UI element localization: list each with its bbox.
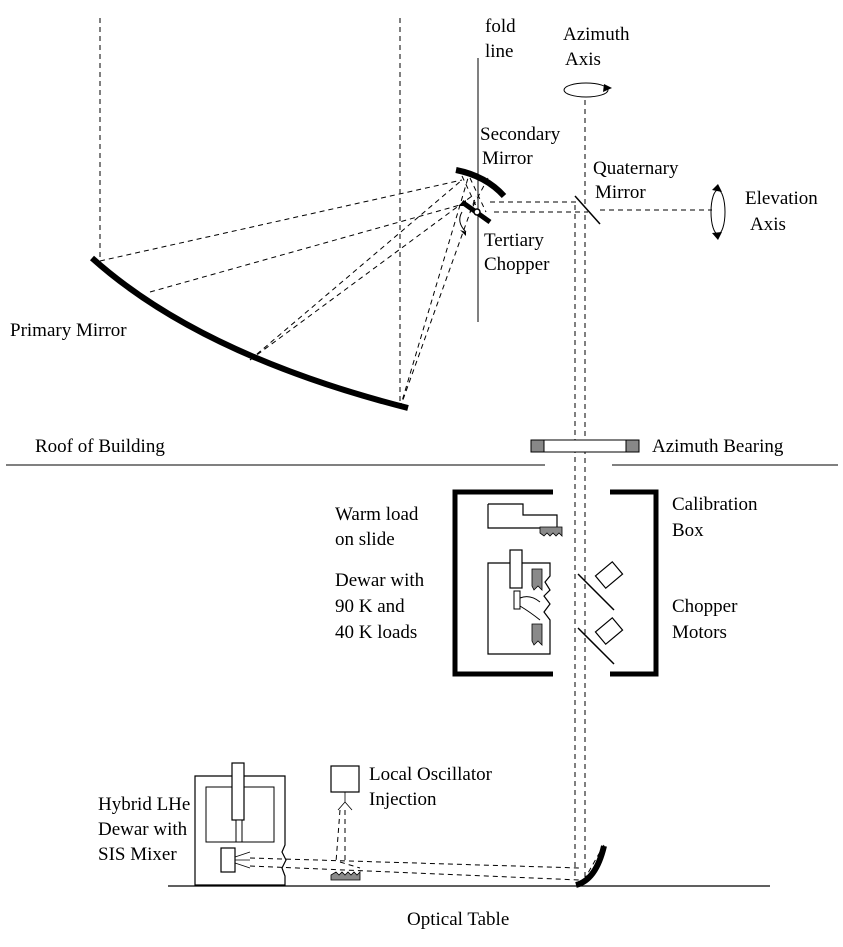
warm-load-slide bbox=[487, 503, 563, 537]
roof-of-building-label: Roof of Building bbox=[35, 436, 165, 457]
optical-table-label: Optical Table bbox=[407, 909, 509, 930]
svg-text:Hybrid LHe: Hybrid LHe bbox=[98, 794, 190, 815]
quaternary-mirror bbox=[574, 195, 601, 225]
svg-text:Tertiary: Tertiary bbox=[484, 230, 544, 251]
fold-line-label: fold line bbox=[485, 16, 516, 62]
tertiary-chopper bbox=[458, 199, 492, 236]
chopper-motors-label: Chopper Motors bbox=[672, 596, 738, 643]
svg-text:on slide: on slide bbox=[335, 529, 395, 550]
secondary-mirror-label: Secondary Mirror bbox=[480, 124, 561, 169]
primary-to-secondary-rays bbox=[99, 177, 477, 409]
svg-text:Chopper: Chopper bbox=[484, 254, 550, 275]
svg-text:Azimuth: Azimuth bbox=[563, 24, 630, 45]
azimuth-axis-label: Azimuth Axis bbox=[563, 24, 630, 70]
svg-text:Secondary: Secondary bbox=[480, 124, 561, 145]
vertical-beam-rays bbox=[574, 205, 605, 881]
svg-text:Box: Box bbox=[672, 520, 704, 541]
azimuth-rotation-arrow-icon bbox=[563, 82, 612, 98]
dewar-loads-label: Dewar with 90 K and 40 K loads bbox=[335, 570, 425, 643]
svg-text:Chopper: Chopper bbox=[672, 596, 738, 617]
svg-text:SIS Mixer: SIS Mixer bbox=[98, 844, 177, 865]
table-mirror bbox=[575, 845, 607, 888]
svg-text:Axis: Axis bbox=[565, 49, 601, 70]
table-rays bbox=[249, 857, 581, 881]
secondary-to-tertiary-rays bbox=[461, 175, 489, 213]
elevation-axis-label: Elevation Axis bbox=[745, 188, 818, 235]
svg-text:Quaternary: Quaternary bbox=[593, 158, 679, 179]
azimuth-bearing bbox=[530, 439, 640, 453]
svg-text:40 K loads: 40 K loads bbox=[335, 622, 417, 643]
secondary-mirror bbox=[455, 167, 507, 199]
incoming-rays bbox=[99, 18, 401, 408]
svg-text:Warm load: Warm load bbox=[335, 504, 419, 525]
tertiary-chopper-label: Tertiary Chopper bbox=[484, 230, 550, 275]
svg-text:fold: fold bbox=[485, 16, 516, 37]
local-oscillator-label: Local Oscillator Injection bbox=[369, 764, 493, 810]
svg-text:Mirror: Mirror bbox=[482, 148, 533, 169]
svg-text:Axis: Axis bbox=[750, 214, 786, 235]
warm-load-label: Warm load on slide bbox=[335, 504, 419, 550]
local-oscillator bbox=[330, 765, 360, 863]
svg-text:Elevation: Elevation bbox=[745, 188, 818, 209]
svg-text:Calibration: Calibration bbox=[672, 494, 758, 515]
svg-text:line: line bbox=[485, 41, 514, 62]
hybrid-dewar-label: Hybrid LHe Dewar with SIS Mixer bbox=[98, 794, 190, 865]
calibration-dewar bbox=[487, 549, 551, 655]
svg-text:90 K and: 90 K and bbox=[335, 596, 405, 617]
svg-text:Dewar with: Dewar with bbox=[98, 819, 188, 840]
elevation-rotation-arrow-icon bbox=[710, 184, 726, 240]
svg-text:Mirror: Mirror bbox=[595, 182, 646, 203]
svg-text:Motors: Motors bbox=[672, 622, 727, 643]
calibration-box bbox=[452, 489, 659, 677]
azimuth-bearing-label: Azimuth Bearing bbox=[652, 436, 784, 457]
chopper-motor-lower bbox=[577, 616, 624, 665]
table-load bbox=[330, 871, 361, 881]
chopper-motor-upper bbox=[577, 560, 624, 611]
tertiary-to-quaternary-rays bbox=[490, 201, 588, 213]
hybrid-lhe-dewar bbox=[194, 762, 287, 886]
calibration-box-label: Calibration Box bbox=[672, 494, 758, 541]
svg-text:Injection: Injection bbox=[369, 789, 437, 810]
primary-mirror-label: Primary Mirror bbox=[10, 320, 127, 341]
svg-text:Local Oscillator: Local Oscillator bbox=[369, 764, 493, 785]
primary-mirror bbox=[89, 255, 409, 411]
quaternary-mirror-label: Quaternary Mirror bbox=[593, 158, 679, 203]
svg-text:Dewar with: Dewar with bbox=[335, 570, 425, 591]
